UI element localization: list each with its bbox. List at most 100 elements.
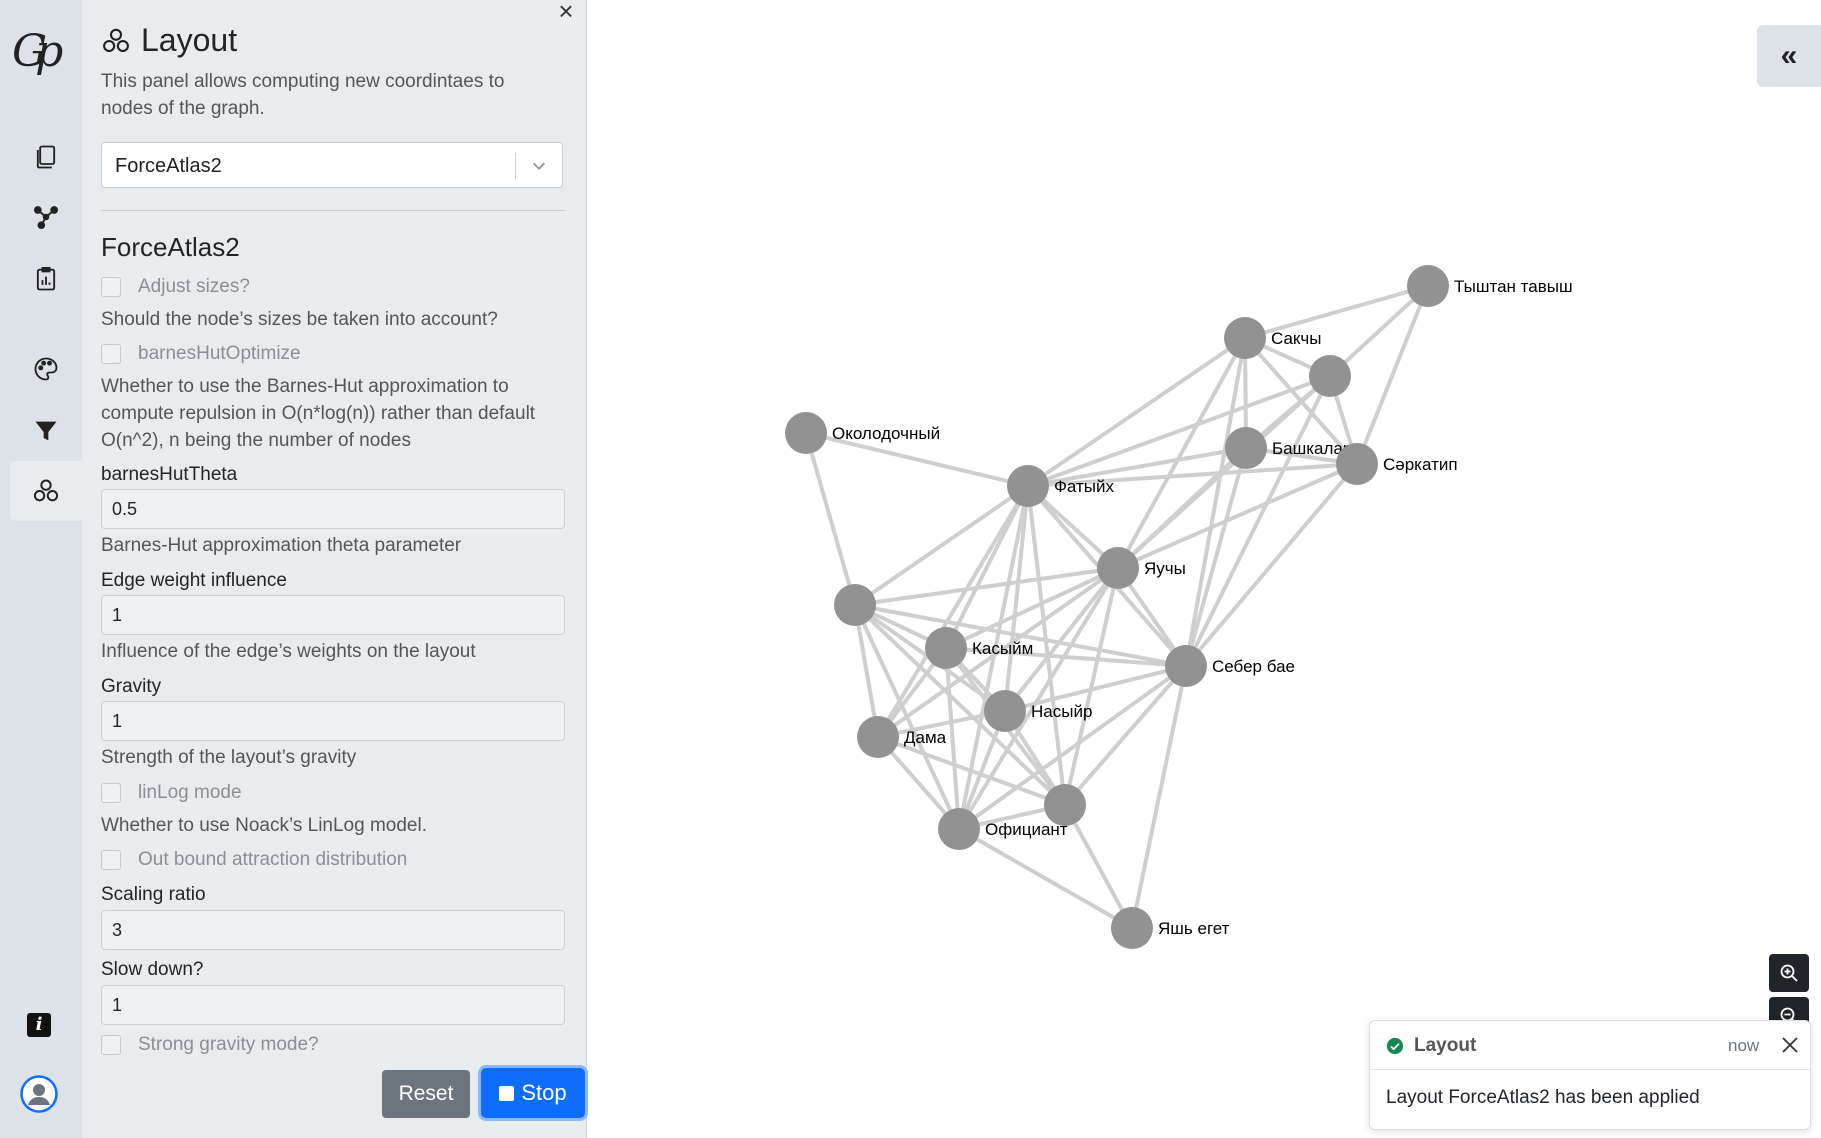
palette-icon: [34, 357, 58, 381]
edge-weight-input[interactable]: 1: [101, 595, 565, 635]
graph-node[interactable]: [1224, 317, 1266, 359]
close-icon[interactable]: ×: [558, 0, 574, 26]
zoom-in-icon: [1780, 964, 1798, 982]
graph-node[interactable]: [785, 412, 827, 454]
stop-button[interactable]: Stop: [481, 1068, 585, 1118]
graph-nodes: Тыштан тавышСакчыОколодочныйБашкаларСәрк…: [785, 265, 1573, 949]
sidebar-item-filter[interactable]: [10, 401, 82, 461]
sidebar-item-graph[interactable]: [10, 187, 82, 247]
strong-gravity-checkbox[interactable]: Strong gravity mode?: [101, 1034, 319, 1056]
graph-node[interactable]: [1111, 907, 1153, 949]
app-sidebar: Gp i: [0, 0, 82, 1138]
graph-edge: [1328, 284, 1430, 378]
graph-edge: [1184, 447, 1248, 667]
graph-node-label: Башкалар: [1272, 439, 1352, 458]
checkbox-label: Out bound attraction distribution: [138, 849, 408, 870]
graph-edge: [1003, 485, 1030, 712]
graph-edge: [877, 709, 1006, 739]
theta-input[interactable]: 0.5: [101, 489, 565, 529]
checkbox-box[interactable]: [101, 1035, 121, 1055]
graph-edge: [854, 603, 1187, 668]
graph-node-label: Сакчы: [1271, 329, 1321, 348]
graph-edge: [1244, 284, 1429, 340]
checkbox-box[interactable]: [101, 783, 121, 803]
graph-edge: [957, 710, 1007, 830]
sidebar-item-file[interactable]: [10, 127, 82, 187]
gravity-input[interactable]: 1: [101, 701, 565, 741]
graph-edge: [1003, 566, 1120, 713]
sidebar-item-statistics[interactable]: [10, 249, 82, 309]
adjust-sizes-checkbox[interactable]: Adjust sizes?: [101, 276, 250, 298]
barnes-hut-help: Whether to use the Barnes-Hut approximat…: [101, 376, 536, 451]
graph-node-label: Околодочный: [832, 424, 940, 443]
linlog-help: Whether to use Noack’s LinLog model.: [101, 815, 427, 836]
graph-node-label: Себер бае: [1212, 657, 1295, 676]
panel-description: This panel allows computing new coordint…: [101, 71, 505, 119]
info-icon[interactable]: i: [27, 1013, 51, 1037]
layout-select[interactable]: ForceAtlas2: [101, 142, 563, 188]
panel-title: Layout: [141, 22, 238, 58]
theta-help: Barnes-Hut approximation theta parameter: [101, 535, 462, 556]
scaling-input[interactable]: 3: [101, 910, 565, 950]
close-icon[interactable]: [1780, 1035, 1800, 1055]
graph-node[interactable]: [857, 716, 899, 758]
graph-edge: [945, 566, 1119, 650]
graph-node[interactable]: [1044, 784, 1086, 826]
outbound-checkbox[interactable]: Out bound attraction distribution: [101, 849, 407, 871]
select-separator: [515, 153, 516, 179]
edge-weight-help: Influence of the edge’s weights on the l…: [101, 641, 476, 662]
graph-node-label: Дама: [904, 728, 947, 747]
graph-node[interactable]: [1336, 443, 1378, 485]
sidebar-item-layout[interactable]: [10, 461, 82, 521]
graph-node[interactable]: [984, 690, 1026, 732]
graph-edge: [958, 827, 1133, 930]
graph-node-label: Яшь егет: [1158, 919, 1230, 938]
graph-node-label: Фатыйх: [1054, 477, 1115, 496]
checkbox-box[interactable]: [101, 344, 121, 364]
sidebar-item-appearance[interactable]: [10, 339, 82, 399]
zoom-in-button[interactable]: [1769, 954, 1809, 992]
graph-edge: [1116, 446, 1248, 570]
graph-node[interactable]: [1165, 645, 1207, 687]
checkbox-box[interactable]: [101, 850, 121, 870]
graph-node[interactable]: [1225, 427, 1267, 469]
graph-node[interactable]: [1309, 355, 1351, 397]
graph-edge: [944, 647, 961, 830]
theta-label: barnesHutTheta: [101, 464, 238, 485]
checkbox-box[interactable]: [101, 277, 121, 297]
barnes-hut-checkbox[interactable]: barnesHutOptimize: [101, 343, 301, 365]
scaling-label: Scaling ratio: [101, 884, 206, 905]
graph-node[interactable]: [938, 808, 980, 850]
graph-node[interactable]: [925, 627, 967, 669]
graph-edge: [805, 431, 1029, 488]
layout-icon: [33, 479, 59, 502]
graph-canvas[interactable]: Тыштан тавышСакчыОколодочныйБашкаларСәрк…: [587, 0, 1821, 1138]
slowdown-input[interactable]: 1: [101, 985, 565, 1025]
graph-edge: [1355, 285, 1430, 465]
chevron-down-icon[interactable]: [530, 157, 548, 175]
reset-button[interactable]: Reset: [382, 1070, 470, 1118]
graph-node-label: Яучы: [1144, 559, 1186, 578]
graph-node-label: Тыштан тавыш: [1454, 277, 1573, 296]
checkbox-label: linLog mode: [138, 782, 242, 803]
graph-node[interactable]: [834, 584, 876, 626]
collapse-panel-button[interactable]: «: [1757, 25, 1821, 87]
graph-edge: [853, 604, 880, 738]
checkbox-label: Adjust sizes?: [138, 276, 250, 297]
notification-toast: Layout now Layout ForceAtlas2 has been a…: [1369, 1020, 1811, 1130]
graph-edge: [853, 484, 1030, 607]
layout-icon: [103, 28, 129, 52]
layout-panel: Layout This panel allows computing new c…: [82, 0, 587, 1138]
linlog-checkbox[interactable]: linLog mode: [101, 782, 242, 804]
toast-message: Layout ForceAtlas2 has been applied: [1386, 1087, 1700, 1108]
panel-header: Layout: [101, 22, 237, 59]
graph-edge: [804, 432, 857, 606]
graph-edge: [1063, 804, 1134, 929]
graph-node[interactable]: [1407, 265, 1449, 307]
graph-node-label: Сәркатип: [1383, 455, 1458, 474]
graph-node[interactable]: [1007, 465, 1049, 507]
user-avatar[interactable]: [20, 1075, 58, 1113]
layout-select-value: ForceAtlas2: [115, 155, 222, 177]
graph-edge: [1004, 664, 1187, 713]
graph-node[interactable]: [1097, 547, 1139, 589]
